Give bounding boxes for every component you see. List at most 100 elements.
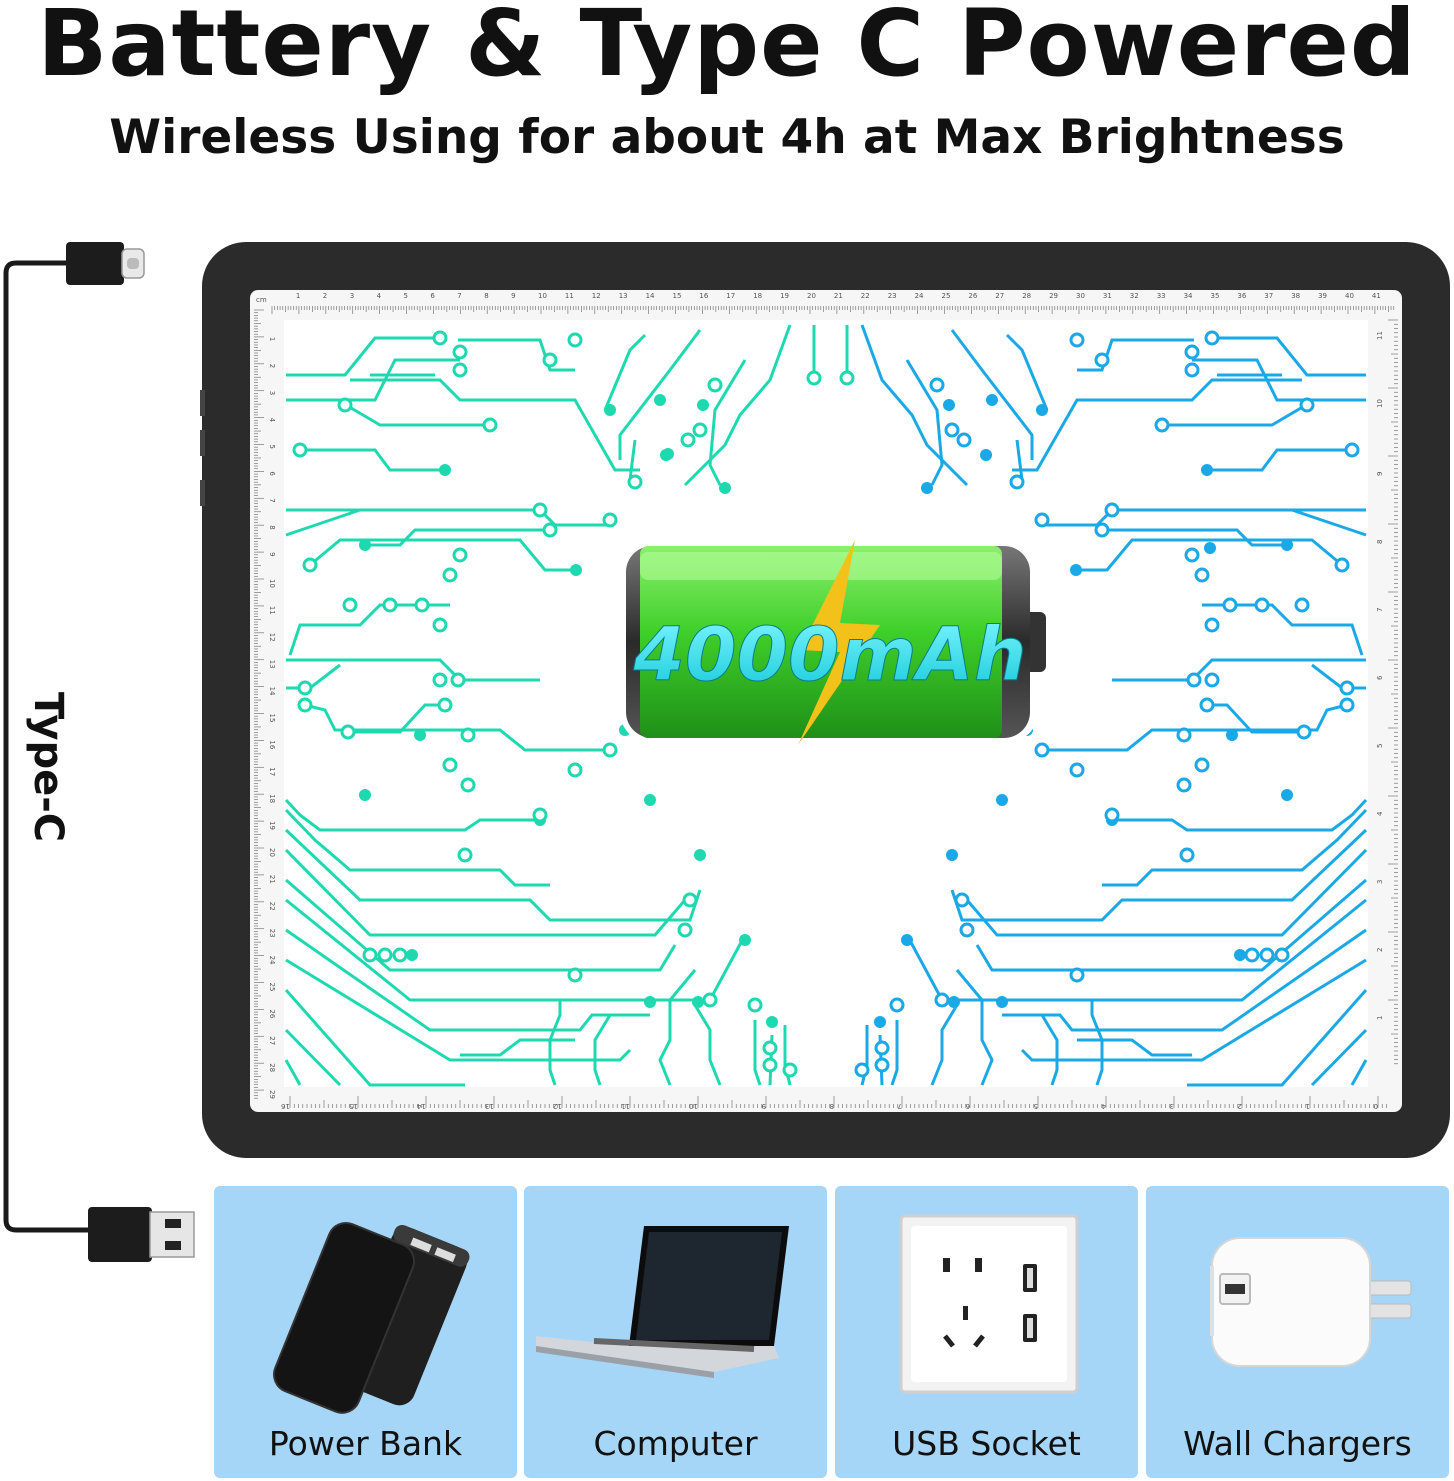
ruler-tick-label: 1 <box>268 337 276 341</box>
ruler-tick-label: 19 <box>780 292 789 300</box>
ruler-tick-label: 10 <box>538 292 547 300</box>
ruler-tick-label: 23 <box>268 929 276 938</box>
ruler-tick-label: 13 <box>485 1102 494 1110</box>
ruler-tick-label: 25 <box>268 983 276 992</box>
ruler-tick-label: 9 <box>1376 472 1384 476</box>
ruler-tick-label: 6 <box>430 292 435 300</box>
ruler-tick-label: 13 <box>268 660 276 669</box>
ruler-tick-label: 21 <box>834 292 843 300</box>
ruler-tick-label: 21 <box>268 875 276 884</box>
ruler-tick-label: 15 <box>673 292 682 300</box>
ruler-tick-label: 2 <box>1376 948 1384 952</box>
power-source-label: Power Bank <box>268 1424 463 1463</box>
ruler-tick-label: 34 <box>1184 292 1193 300</box>
ruler-tick-label: 33 <box>1157 292 1166 300</box>
ruler-tick-label: 32 <box>1130 292 1139 300</box>
ruler-tick-label: 18 <box>268 794 276 803</box>
power-source-card: USB Socket <box>835 1186 1138 1478</box>
circuit-rings-left <box>292 330 855 1078</box>
ruler-tick-label: 25 <box>942 292 951 300</box>
ruler-tick-label: 11 <box>621 1102 630 1110</box>
ruler-tick-label: 10 <box>689 1102 698 1110</box>
power-source-card: Computer <box>524 1186 827 1478</box>
ruler-tick-label: 8 <box>830 1102 834 1110</box>
ruler-tick-label: 37 <box>1264 292 1273 300</box>
ruler-tick-label: 7 <box>457 292 461 300</box>
page-subtitle: Wireless Using for about 4h at Max Brigh… <box>109 110 1345 165</box>
ruler-tick-label: 8 <box>268 525 276 529</box>
ruler-tick-label: 11 <box>565 292 574 300</box>
ruler-tick-label: 39 <box>1318 292 1327 300</box>
ruler-tick-label: 17 <box>726 292 735 300</box>
ruler-tick-label: 10 <box>1376 399 1384 408</box>
ruler-tick-label: 15 <box>349 1102 358 1110</box>
ruler-tick-label: 13 <box>619 292 628 300</box>
circuit-pattern-right <box>860 324 1368 1087</box>
ruler-tick-label: 6 <box>965 1102 970 1110</box>
ruler-tick-label: 30 <box>1076 292 1085 300</box>
ruler-tick-label: 12 <box>553 1102 562 1110</box>
ruler-tick-label: 8 <box>484 292 488 300</box>
ruler-tick-label: 14 <box>646 292 655 300</box>
ruler-tick-label: 40 <box>1345 292 1354 300</box>
ruler-tick-label: 14 <box>268 687 276 696</box>
ruler-tick-label: 7 <box>268 498 276 502</box>
power-source-label: Computer <box>593 1424 758 1463</box>
ruler-tick-label: 22 <box>268 902 276 911</box>
ruler-tick-label: 9 <box>268 552 276 556</box>
ruler-tick-label: 5 <box>1034 1102 1038 1110</box>
usb-socket-icon <box>899 1214 1079 1394</box>
ruler-tick-label: 3 <box>268 391 276 395</box>
ruler-tick-label: 6 <box>268 471 276 476</box>
ruler-tick-label: 41 <box>1372 292 1381 300</box>
ruler-tick-label: 19 <box>268 821 276 830</box>
ruler-tick-label: 27 <box>995 292 1004 300</box>
power-source-label: USB Socket <box>892 1424 1081 1463</box>
power-bank-icon <box>273 1222 470 1414</box>
ruler-tick-label: 14 <box>417 1102 426 1110</box>
ruler-tick-label: 29 <box>268 1090 276 1099</box>
ruler-tick-label: 10 <box>268 579 276 588</box>
ruler-tick-label: 17 <box>268 767 276 776</box>
ruler-tick-label: 3 <box>350 292 354 300</box>
ruler-tick-label: 23 <box>888 292 897 300</box>
ruler-tick-label: 24 <box>915 292 924 300</box>
ruler-tick-label: 20 <box>268 848 276 857</box>
ruler-tick-label: 5 <box>404 292 408 300</box>
cable-type-label: Type-C <box>25 691 71 843</box>
ruler-tick-label: 26 <box>968 292 977 300</box>
ruler-tick-label: 18 <box>753 292 762 300</box>
ruler-tick-label: 7 <box>898 1102 902 1110</box>
battery-icon <box>620 540 1046 745</box>
ruler-tick-label: 4 <box>268 418 276 423</box>
power-source-card: Wall Chargers <box>1146 1186 1449 1478</box>
power-source-label: Wall Chargers <box>1183 1424 1412 1463</box>
ruler-tick-label: 3 <box>1376 880 1384 884</box>
ruler-tick-label: 7 <box>1376 608 1384 612</box>
ruler-tick-label: 28 <box>1022 292 1031 300</box>
ruler-tick-label: 2 <box>323 292 327 300</box>
ruler-tick-label: 31 <box>1103 292 1112 300</box>
ruler-tick-label: 1 <box>1376 1016 1384 1020</box>
ruler-tick-label: 12 <box>268 633 276 642</box>
type-c-cable-icon <box>3 242 195 1262</box>
ruler-tick-label: 4 <box>377 292 382 300</box>
ruler-tick-label: 1 <box>1306 1102 1310 1110</box>
ruler-tick-label: 3 <box>1170 1102 1174 1110</box>
circuit-rings-right <box>854 330 1360 1078</box>
ruler-tick-label: 29 <box>1049 292 1058 300</box>
ruler-tick-label: 5 <box>268 445 276 449</box>
ruler-tick-label: 26 <box>268 1009 276 1018</box>
laptop-icon <box>536 1226 789 1378</box>
ruler-tick-label: 24 <box>268 956 276 965</box>
ruler-tick-label: 2 <box>1238 1102 1242 1110</box>
power-source-list: Power Bank Computer USB Socket <box>214 1186 1450 1478</box>
ruler-tick-label: 4 <box>1101 1102 1106 1110</box>
page-title: Battery & Type C Powered <box>37 0 1417 97</box>
ruler-tick-label: 36 <box>1237 292 1246 300</box>
ruler-tick-label: 38 <box>1291 292 1300 300</box>
ruler-unit-label: cm <box>256 296 267 304</box>
ruler-tick-label: 20 <box>807 292 816 300</box>
